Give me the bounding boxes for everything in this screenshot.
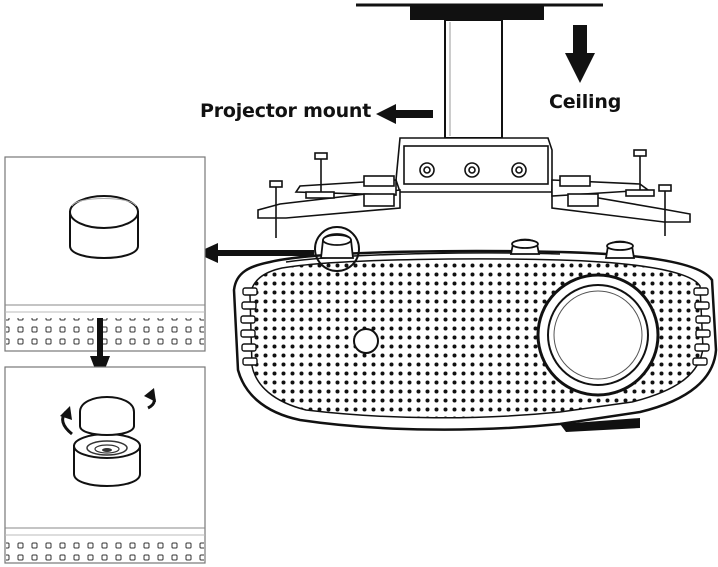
mount-pole (444, 19, 503, 139)
mount-bracket (257, 137, 691, 238)
projector-mount-label: Projector mount (200, 100, 372, 122)
arrow-left-icon (196, 243, 314, 263)
detail-panel-foot-removed (4, 366, 206, 564)
ceiling-plate (356, 3, 603, 20)
detail-panel-foot (4, 156, 206, 352)
arrow-down-icon (565, 25, 595, 83)
arrow-left-icon (376, 104, 433, 124)
projector-lens (536, 273, 660, 397)
ceiling-label: Ceiling (549, 91, 622, 113)
rotate-arrow-icon (60, 406, 73, 436)
rotate-arrow-icon (144, 388, 156, 410)
projector-feet (319, 233, 636, 259)
callout-circle (314, 226, 360, 272)
front-sensor (353, 328, 379, 354)
